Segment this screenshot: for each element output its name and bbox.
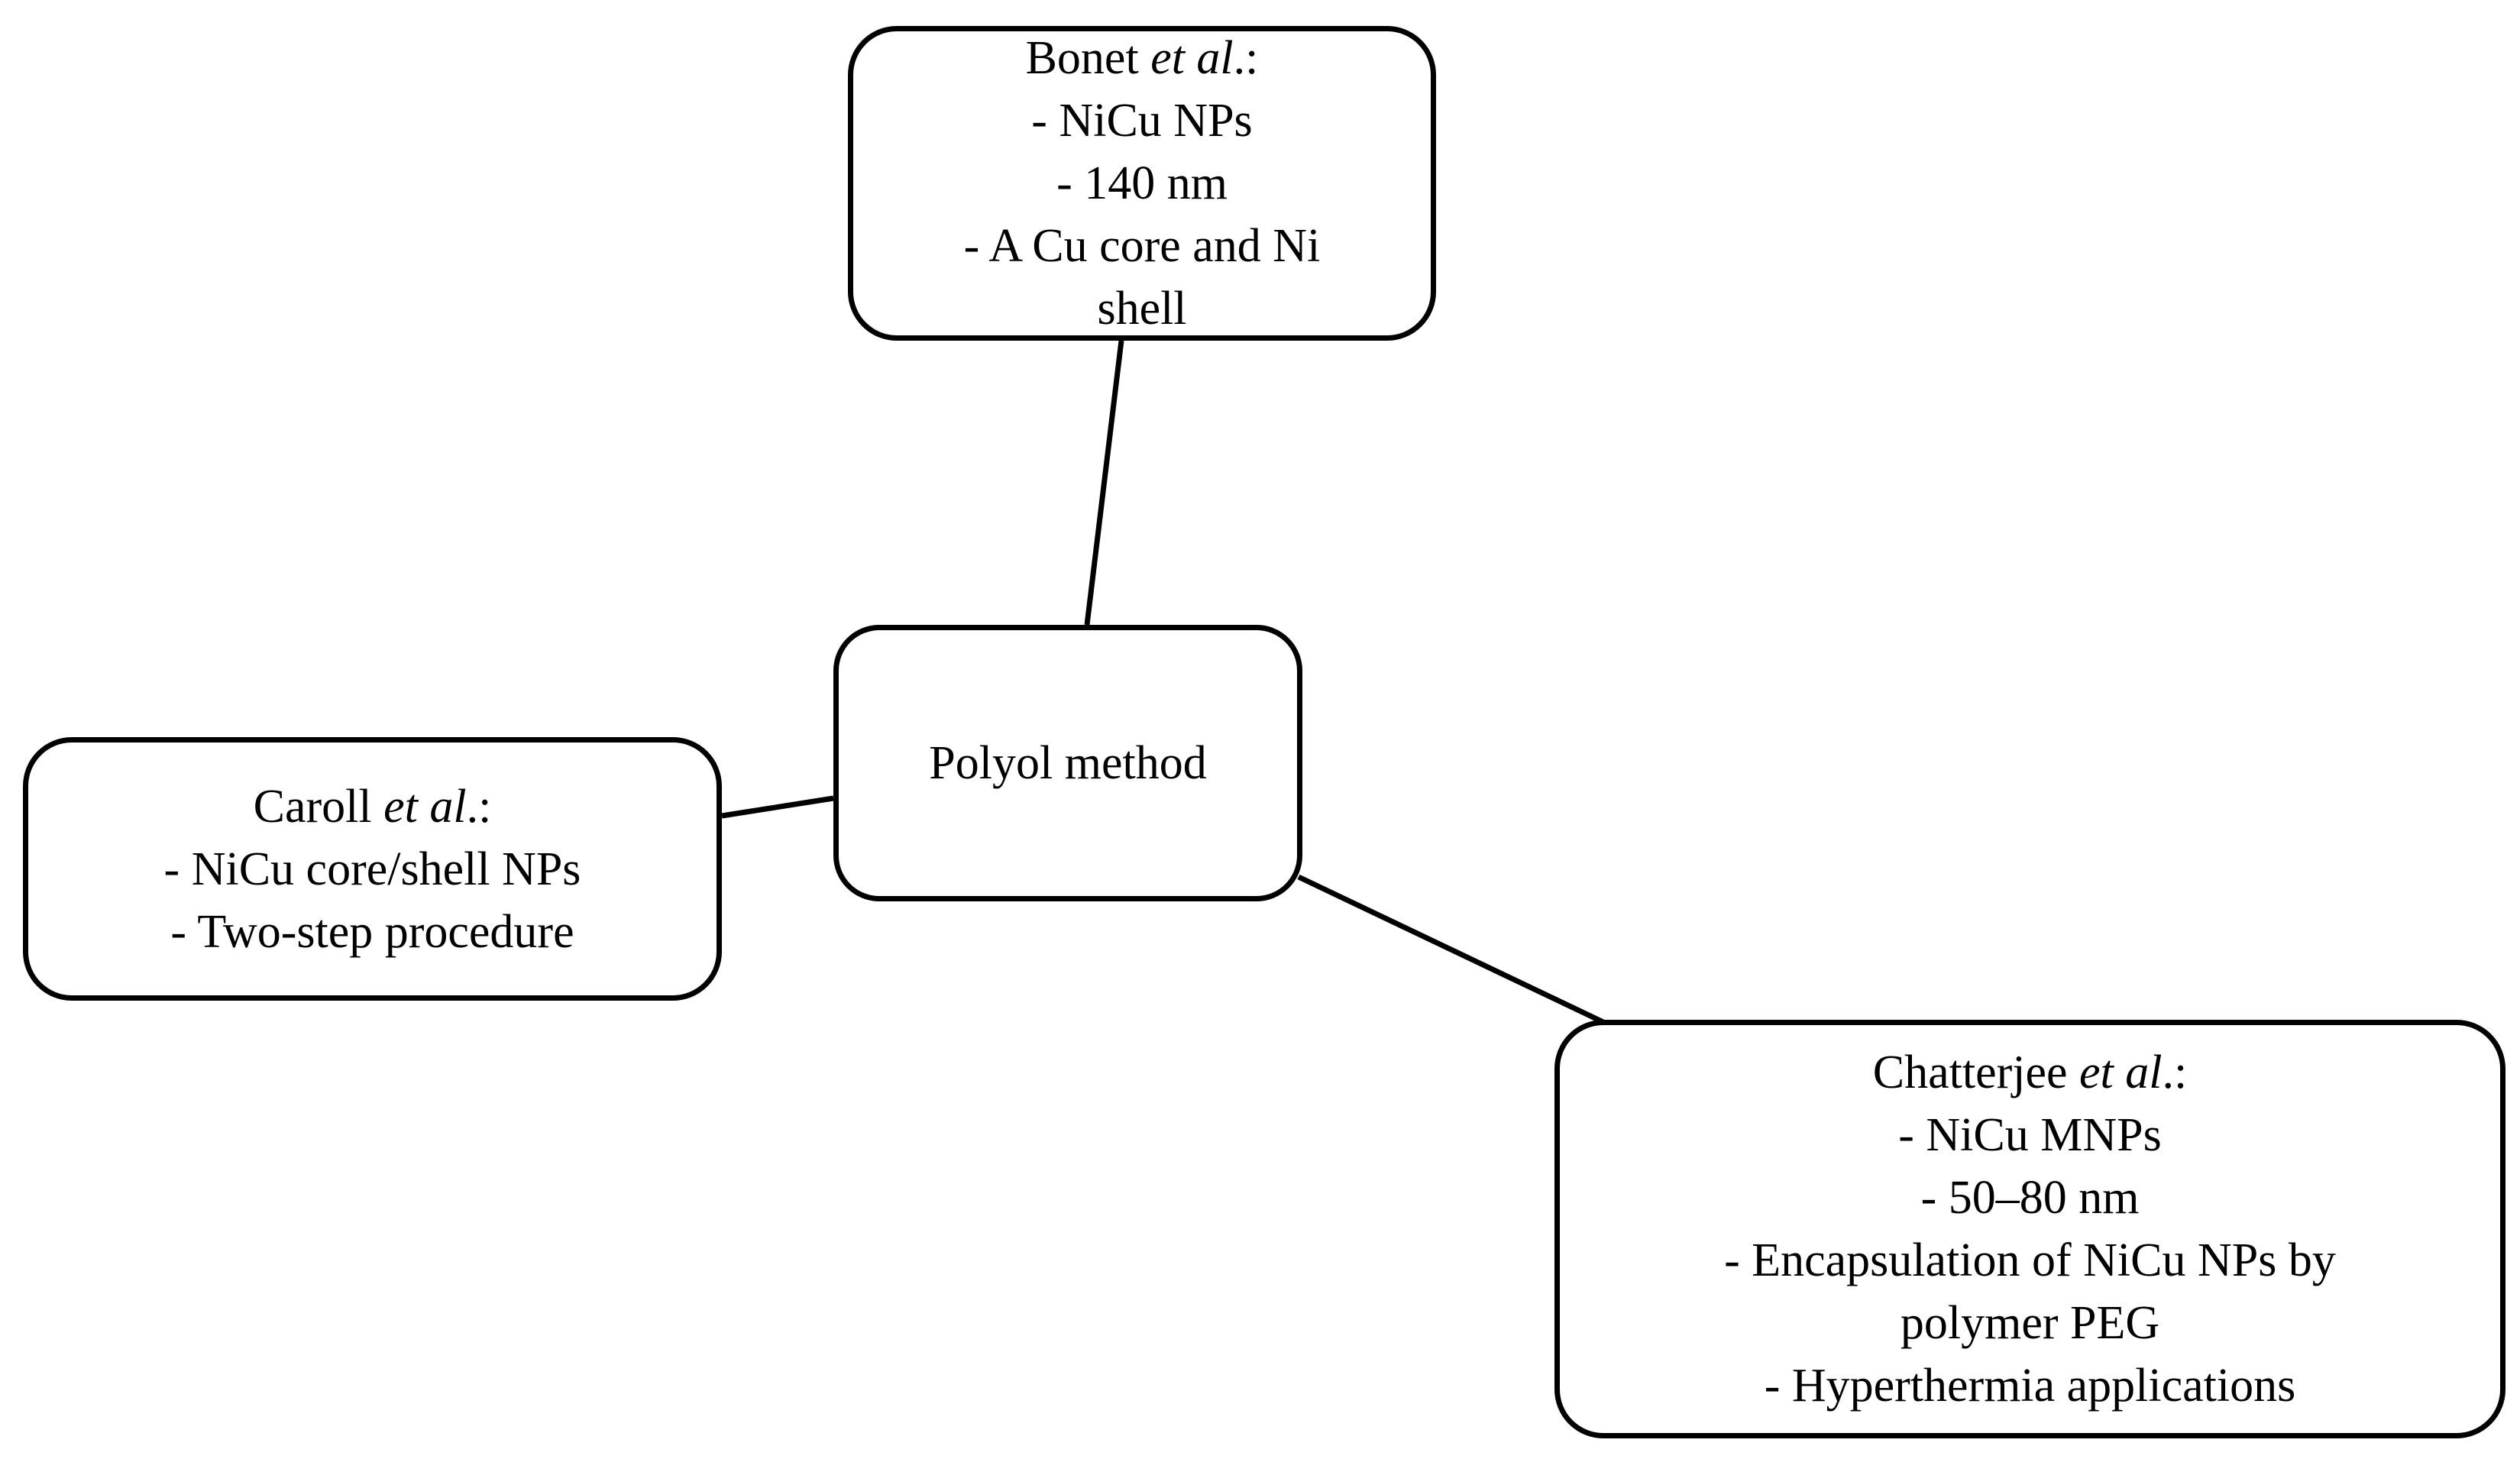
node-caroll-line: - NiCu core/shell NPs [163,843,581,895]
node-bonet-etal: et al [1150,32,1234,84]
center-node-label: Polyol method [929,737,1207,789]
node-bonet-line: - 140 nm [1056,157,1228,209]
center-node-polyol-method: Polyol method [833,625,1302,901]
node-bonet-line: - NiCu NPs [1031,95,1253,147]
node-chatterjee-line: - NiCu MNPs [1898,1109,2162,1161]
node-bonet: Bonet et al.: - NiCu NPs - 140 nm - A Cu… [848,26,1436,341]
node-chatterjee-line: - Encapsulation of NiCu NPs by [1724,1234,2336,1286]
node-chatterjee-line: polymer PEG [1900,1297,2160,1349]
node-chatterjee-heading: Chatterjee et al.: [1873,1041,2187,1104]
node-chatterjee-line: - 50–80 nm [1920,1172,2140,1224]
edge-center-to-bonet [1084,340,1124,626]
node-bonet-line: shell [1097,283,1187,335]
node-chatterjee-author: Chatterjee [1872,1047,2080,1098]
node-bonet-line: - A Cu core and Ni [963,220,1321,272]
node-chatterjee-suffix: .: [2162,1047,2188,1098]
node-chatterjee: Chatterjee et al.: - NiCu MNPs - 50–80 n… [1554,1020,2505,1438]
node-caroll-author: Caroll [253,780,384,833]
node-bonet-author: Bonet [1025,32,1151,84]
node-bonet-suffix: .: [1233,32,1259,84]
node-chatterjee-etal: et al [2079,1047,2163,1098]
node-bonet-heading: Bonet et al.: [1026,27,1259,89]
edge-center-to-chatterjee [1297,874,1608,1027]
node-caroll-etal: et al [383,780,467,833]
node-caroll-line: - Two-step procedure [170,905,574,958]
node-chatterjee-line: - Hyperthermia applications [1764,1360,2296,1412]
node-caroll-suffix: .: [466,780,492,833]
edge-center-to-caroll [721,795,834,819]
node-caroll-heading: Caroll et al.: [254,775,492,838]
node-caroll: Caroll et al.: - NiCu core/shell NPs - T… [23,737,722,1001]
